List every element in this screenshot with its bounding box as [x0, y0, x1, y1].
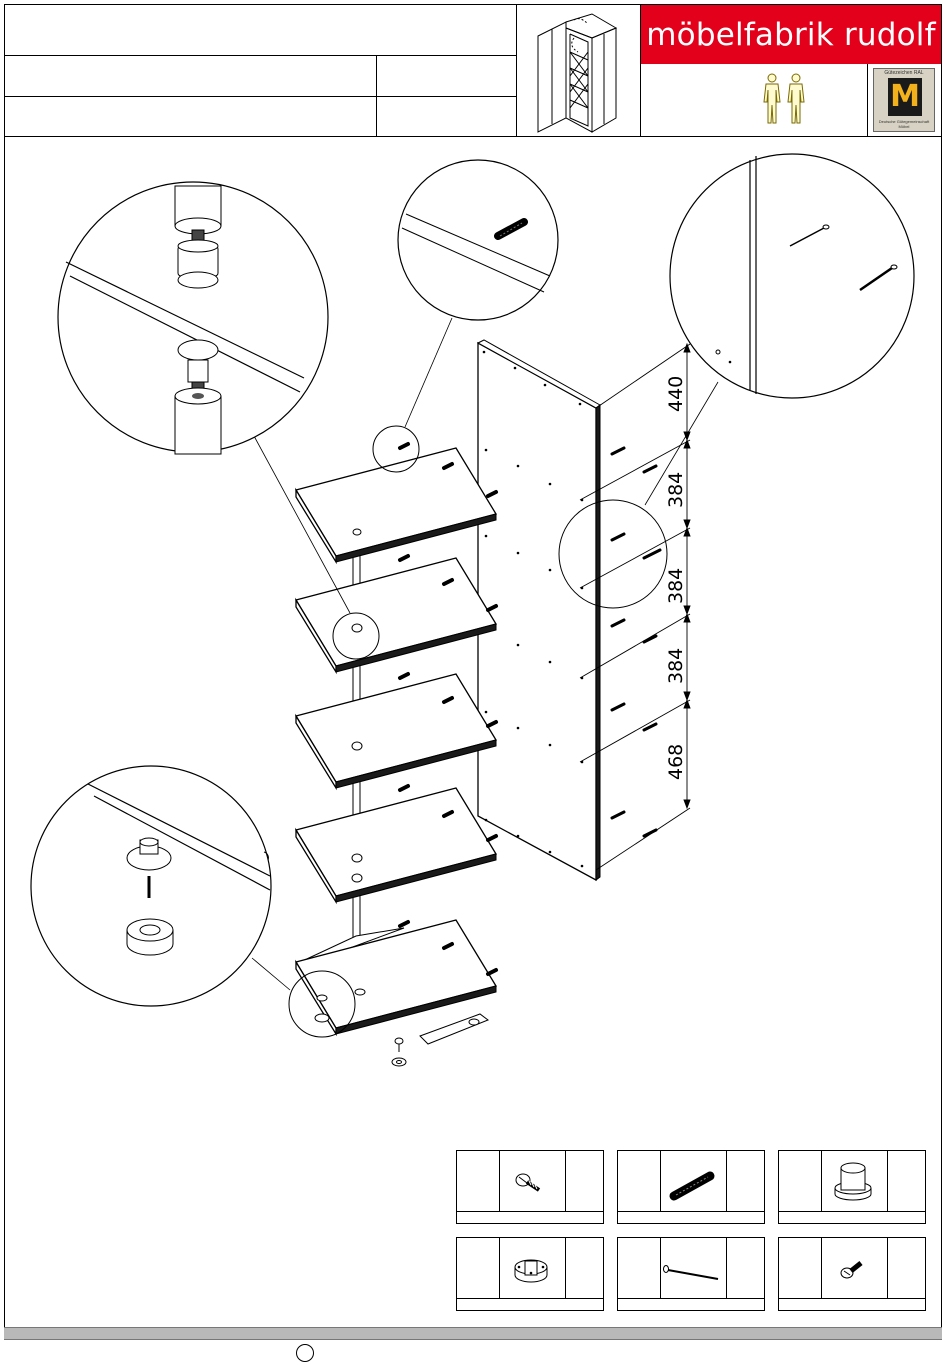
detail-callout-foot — [31, 766, 271, 1006]
side-panel — [478, 340, 600, 880]
footer-bar — [4, 1327, 942, 1340]
part-box — [617, 1150, 765, 1224]
part-box — [778, 1150, 926, 1224]
detail-callout-nails — [670, 154, 914, 398]
nail-icon — [660, 1243, 724, 1299]
dimension-label: 468 — [665, 744, 687, 780]
detail-callout-dowel — [398, 160, 558, 320]
connector-disc-icon — [499, 1243, 563, 1299]
dimension-label: 440 — [665, 376, 687, 412]
nail-group — [612, 448, 660, 836]
page-marker-circle — [296, 1344, 314, 1362]
short-screw-icon — [821, 1243, 885, 1299]
assembly-drawing: 440 384 384 384 468 — [0, 0, 950, 1140]
part-box — [778, 1237, 926, 1311]
part-box — [456, 1237, 604, 1311]
shelf — [296, 788, 496, 902]
shelf — [296, 674, 496, 788]
dimension-label: 384 — [665, 568, 687, 604]
detail-callout-rod-joint — [58, 182, 328, 454]
part-box — [456, 1150, 604, 1224]
screw-icon — [499, 1156, 563, 1212]
dimension-label: 384 — [665, 472, 687, 508]
wooden-dowel-icon — [660, 1156, 724, 1212]
dimension-label: 384 — [665, 648, 687, 684]
shelf — [296, 448, 496, 562]
shelf — [296, 558, 496, 672]
foot-glides — [392, 1038, 406, 1066]
part-box — [617, 1237, 765, 1311]
bottom-shelf — [296, 920, 496, 1044]
cylinder-cap-icon — [821, 1156, 885, 1212]
